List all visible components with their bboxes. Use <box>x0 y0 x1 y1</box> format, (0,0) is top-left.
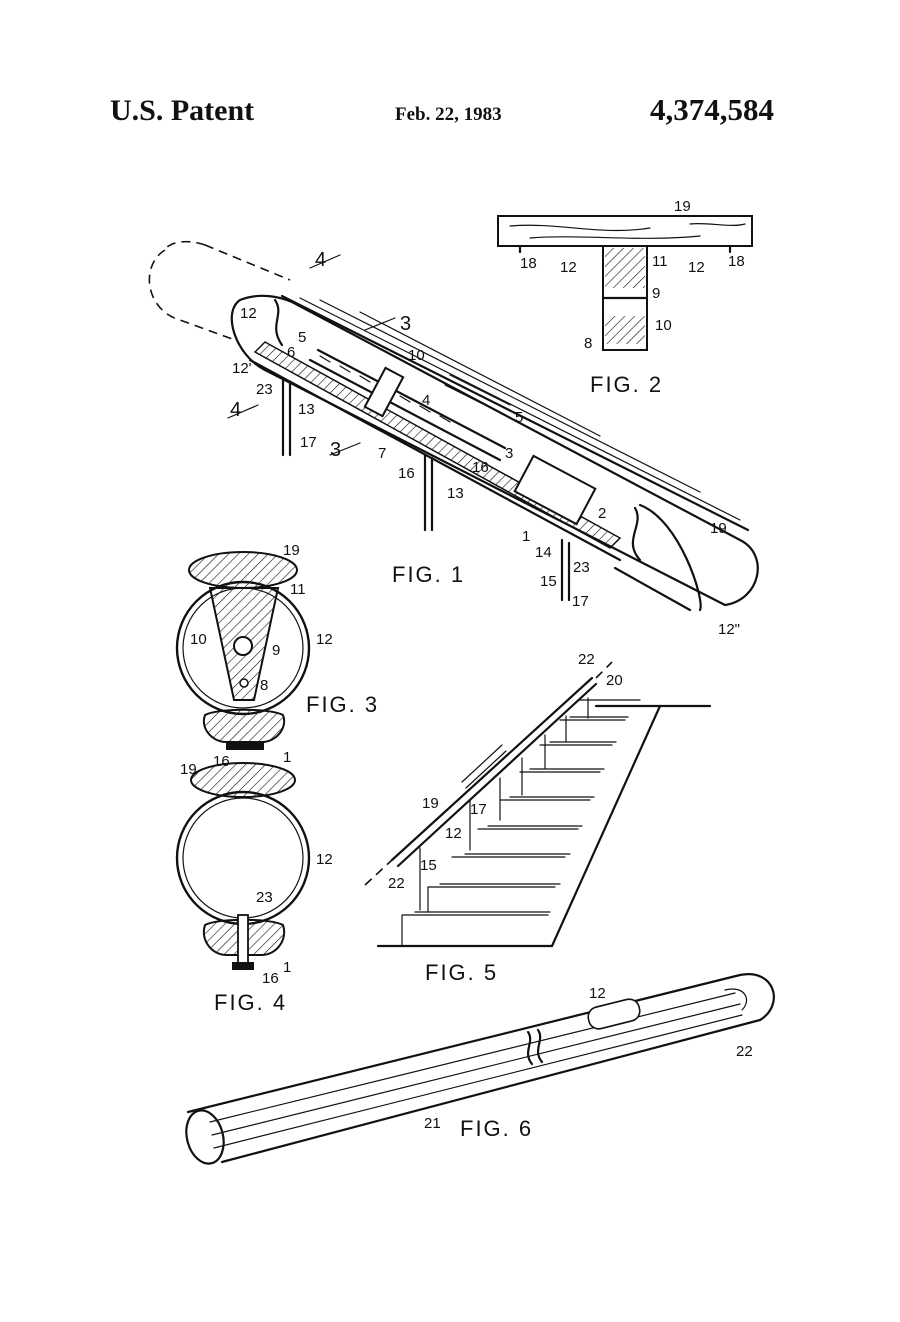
ref-numeral: 10 <box>190 631 207 648</box>
ref-numeral: 3 <box>330 439 341 461</box>
fig-2-drawing <box>497 215 753 351</box>
ref-numeral: 8 <box>584 335 592 352</box>
ref-numeral: 12' <box>232 360 252 377</box>
ref-numeral: 9 <box>272 642 280 659</box>
ref-numeral: 1 <box>283 959 291 976</box>
fig-6-drawing <box>185 973 775 1165</box>
patent-number: 4,374,584 <box>650 92 774 127</box>
ref-numeral: 12 <box>589 985 606 1002</box>
ref-numeral: 4 <box>315 249 326 271</box>
ref-numeral: 11 <box>290 581 306 598</box>
ref-numeral: 23 <box>573 559 590 576</box>
ref-numeral: 19 <box>283 542 300 559</box>
ref-numeral: 15 <box>540 573 557 590</box>
ref-numeral: 14 <box>535 544 552 561</box>
ref-numeral: 13 <box>298 401 315 418</box>
fig-4-drawing <box>175 762 311 970</box>
ref-numeral: 19 <box>180 761 197 778</box>
ref-numeral: 12 <box>316 631 333 648</box>
fig-2-label: FIG. 2 <box>590 372 663 397</box>
ref-numeral: 12 <box>240 305 257 322</box>
ref-numeral: 1 <box>283 749 291 766</box>
ref-numeral: 11 <box>652 253 668 270</box>
ref-numeral: 19 <box>422 795 439 812</box>
ref-numeral: 23 <box>256 381 273 398</box>
fig-4-label: FIG. 4 <box>214 990 287 1015</box>
ref-numeral: 5 <box>298 329 306 346</box>
ref-numeral: 4 <box>422 392 430 409</box>
ref-numeral: 8 <box>260 677 268 694</box>
fig-3-label: FIG. 3 <box>306 692 379 717</box>
ref-numeral: 22 <box>388 875 405 892</box>
ref-numeral: 20 <box>606 672 623 689</box>
patent-date: Feb. 22, 1983 <box>395 104 502 125</box>
ref-numeral: 9 <box>652 285 660 302</box>
fig-1-label: FIG. 1 <box>392 562 465 587</box>
ref-numeral: 5 <box>515 409 523 426</box>
ref-numeral: 4 <box>230 399 241 421</box>
ref-numeral: 16 <box>472 459 489 476</box>
ref-numeral: 2 <box>598 505 606 522</box>
ref-numeral: 16 <box>398 465 415 482</box>
ref-numeral: 15 <box>420 857 437 874</box>
ref-numeral: 12" <box>718 621 740 638</box>
ref-numeral: 3 <box>505 445 513 462</box>
ref-numeral: 16 <box>213 753 230 770</box>
ref-numeral: 10 <box>408 347 425 364</box>
ref-numeral: 12 <box>688 259 705 276</box>
fig-1-drawing <box>148 240 759 612</box>
ref-numeral: 12 <box>560 259 577 276</box>
ref-numeral: 7 <box>378 445 386 462</box>
ref-numeral: 23 <box>256 889 273 906</box>
ref-numeral: 3 <box>400 313 411 335</box>
ref-numeral: 1 <box>522 528 530 545</box>
fig-6-label: FIG. 6 <box>460 1116 533 1141</box>
ref-numeral: 22 <box>736 1043 753 1060</box>
ref-numeral: 12 <box>316 851 333 868</box>
patent-label: U.S. Patent <box>110 94 255 127</box>
ref-numeral: 17 <box>300 434 317 451</box>
fig-5-label: FIG. 5 <box>425 960 498 985</box>
ref-numeral: 6 <box>287 344 295 361</box>
ref-numeral: 16 <box>262 970 279 987</box>
ref-numeral: 12 <box>445 825 462 842</box>
ref-numeral: 22 <box>578 651 595 668</box>
ref-numeral: 17 <box>470 801 487 818</box>
ref-numeral: 19 <box>674 198 691 215</box>
ref-numeral: 10 <box>655 317 672 334</box>
fig-5-drawing <box>364 661 712 948</box>
ref-numeral: 17 <box>572 593 589 610</box>
ref-numeral: 13 <box>447 485 464 502</box>
fig-3-drawing <box>175 551 311 750</box>
ref-numeral: 18 <box>520 255 537 272</box>
ref-numeral: 21 <box>424 1115 441 1132</box>
ref-numeral: 19 <box>710 520 727 537</box>
ref-numeral: 18 <box>728 253 745 270</box>
